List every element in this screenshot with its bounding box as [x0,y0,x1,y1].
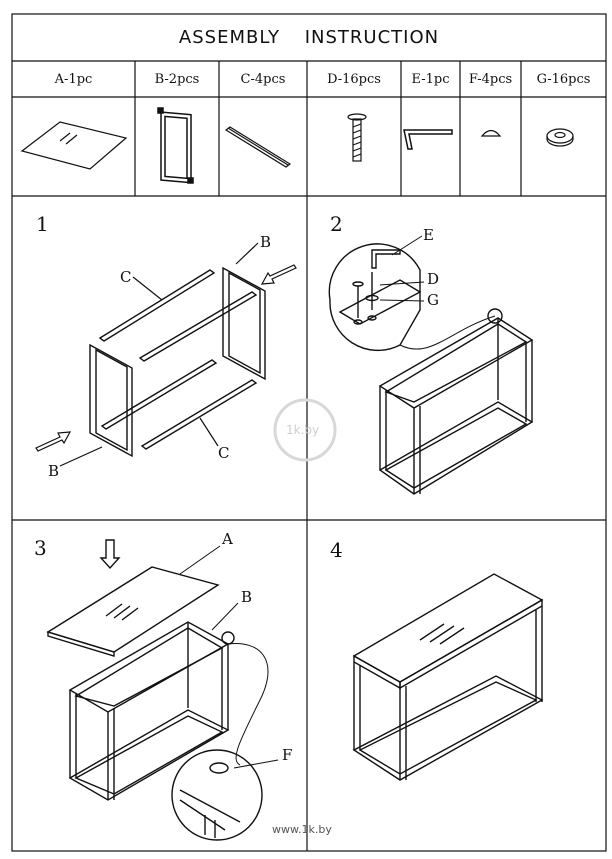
washer-icon [546,128,574,147]
assembled-frame [378,317,534,495]
step3-callout-f: F [282,746,293,764]
finished-frame [352,606,544,781]
step4-drawing [352,573,544,781]
part-label-g: G-16pcs [536,71,591,87]
left-side-frame [89,343,133,458]
glass-panel [46,566,220,657]
step-1-number: 1 [36,212,49,236]
insert-arrow-right [260,264,297,285]
part-label-d: D-16pcs [327,71,381,87]
step3-callout-a: A [222,530,233,548]
rubber-pad-icon [480,129,502,137]
bolt-icon [347,113,367,162]
part-label-a: A-1pc [54,71,93,87]
step1-callout-b-right: B [260,233,272,251]
zoom-detail [328,243,422,352]
parts-column-dividers [134,61,522,196]
glass-top-icon [20,121,128,170]
part-label-c: C-4pcs [240,71,286,87]
watermark-logo [273,398,337,462]
step2-callout-d: D [427,270,440,288]
step-4-number: 4 [330,538,343,562]
step-2-number: 2 [330,212,343,236]
step1-drawing [35,242,297,467]
step2-callout-g: G [427,291,439,309]
side-frame-icon [157,107,194,184]
finished-glass-top [352,573,544,683]
down-arrow [99,539,121,570]
step-3-number: 3 [34,536,47,560]
outer-border [11,13,607,852]
part-label-b: B-2pcs [154,71,200,87]
step2-drawing [328,235,534,495]
insert-arrow-left [35,431,72,452]
allen-key-icon [403,129,453,150]
watermark-url: www.1k.by [272,823,332,836]
step1-callout-b-left: B [48,462,60,480]
watermark-logo-text: 1k.by [286,423,320,437]
right-side-frame [222,266,266,381]
page-title: ASSEMBLY INSTRUCTION [178,27,440,48]
detail-marker [487,308,503,324]
pad-marker [221,631,235,645]
part-label-e: E-1pc [411,71,450,87]
step3-callout-b: B [241,588,253,606]
step1-callout-c-top: C [120,268,132,286]
step1-callout-c-bottom: C [218,444,230,462]
frame-step3 [68,621,230,801]
crossbar-icon [224,126,292,168]
crossbars [98,269,258,450]
step2-callout-e: E [423,226,434,244]
pad-detail [171,749,263,841]
part-label-f: F-4pcs [468,71,513,87]
step3-drawing [46,539,279,841]
